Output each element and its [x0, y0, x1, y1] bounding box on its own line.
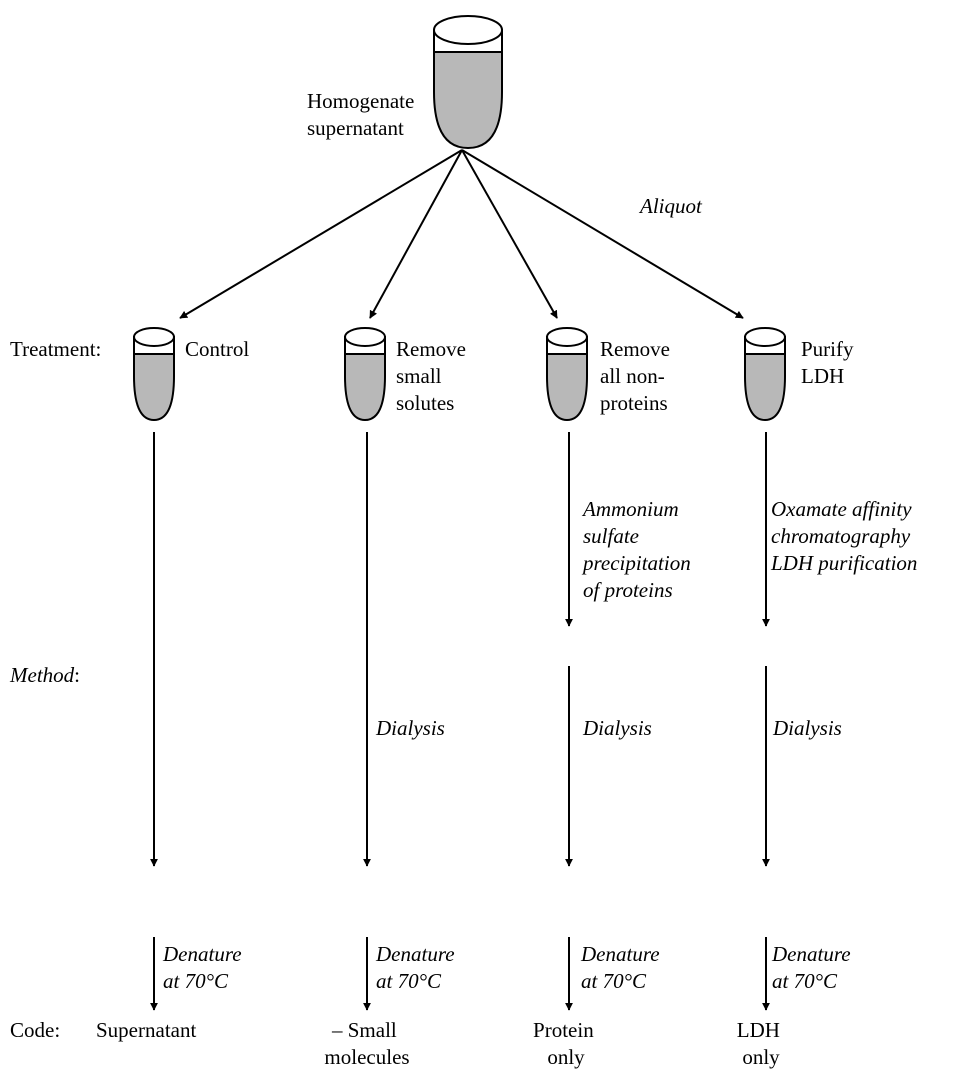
denature-label: Denature at 70°C — [771, 942, 856, 993]
treatment-row-label: Treatment: — [10, 337, 101, 361]
column-purify-ldh: Purify LDH Oxamate affinity chromatograp… — [737, 327, 917, 1069]
aliquot-label: Aliquot — [638, 194, 703, 218]
non-proteins-tube-icon — [546, 327, 588, 422]
control-tube-icon — [133, 327, 175, 422]
column-remove-small-solutes: Remove small solutes Dialysis Denature a… — [324, 327, 471, 1069]
column-control: Control Denature at 70°C Supernatant — [96, 327, 249, 1042]
branch-arrow-non-proteins — [461, 149, 558, 319]
treatment-label: Remove all non- proteins — [600, 337, 675, 415]
treatment-label: Control — [185, 337, 249, 361]
denature-label: Denature at 70°C — [162, 942, 247, 993]
homogenate-tube-icon — [433, 15, 503, 150]
method-chromatography-label: Oxamate affinity chromatography LDH puri… — [770, 497, 917, 575]
method-precipitation-label: Ammonium sulfate precipitation of protei… — [581, 497, 696, 602]
purify-ldh-tube-icon — [744, 327, 786, 422]
branch-arrow-control — [179, 149, 463, 319]
method-dialysis-label: Dialysis — [772, 716, 842, 740]
method-dialysis-label: Dialysis — [375, 716, 445, 740]
denature-label: Denature at 70°C — [375, 942, 460, 993]
code-label: LDH only — [737, 1018, 785, 1069]
branch-arrow-purify-ldh — [461, 149, 744, 319]
code-label: Protein only — [533, 1018, 599, 1069]
column-remove-non-proteins: Remove all non- proteins Ammonium sulfat… — [533, 327, 696, 1069]
method-row-label: Method: — [9, 663, 80, 687]
source-label-line2: supernatant — [307, 116, 404, 140]
code-label: Supernatant — [96, 1018, 196, 1042]
branch-arrow-small-solutes — [369, 149, 463, 319]
method-dialysis-label: Dialysis — [582, 716, 652, 740]
code-row-label: Code: — [10, 1018, 60, 1042]
source-label-line1: Homogenate — [307, 89, 414, 113]
treatment-label: Remove small solutes — [396, 337, 471, 415]
treatment-label: Purify LDH — [801, 337, 859, 388]
small-solutes-tube-icon — [344, 327, 386, 422]
denature-label: Denature at 70°C — [580, 942, 665, 993]
code-label: – Small molecules — [324, 1018, 409, 1069]
